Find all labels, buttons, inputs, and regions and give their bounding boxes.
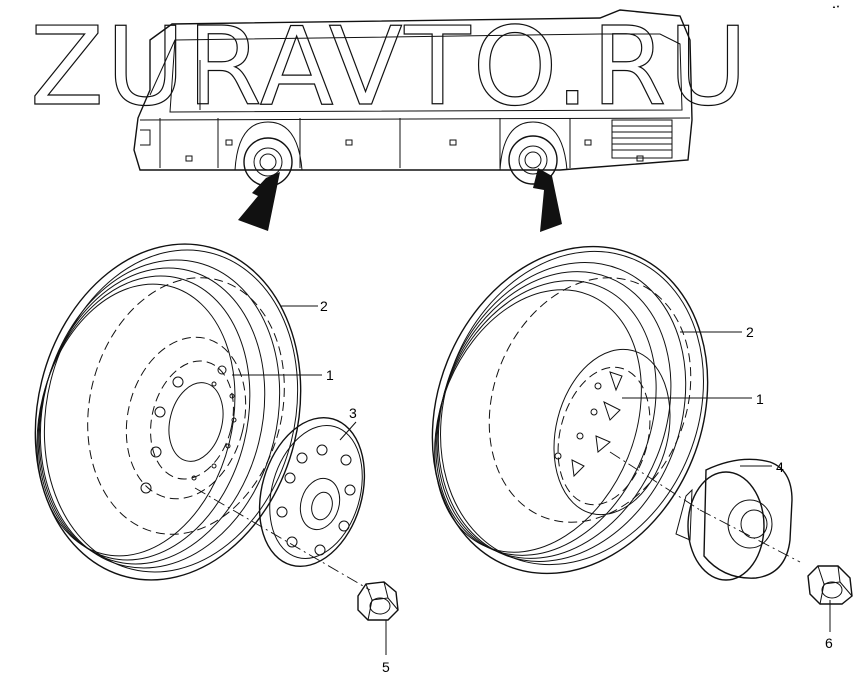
arrow-left-wheel bbox=[238, 172, 280, 231]
callout-left-nut: 5 bbox=[382, 659, 390, 675]
left-wheel-assembly bbox=[34, 243, 399, 621]
arrow-right-wheel bbox=[533, 168, 562, 232]
left-wheel-rim bbox=[125, 336, 247, 500]
callout-right-nut: 6 bbox=[825, 635, 833, 651]
callout-right-tire: 2 bbox=[746, 324, 754, 340]
callout-right-hub-cap: 4 bbox=[776, 459, 784, 475]
left-wheel-nut bbox=[357, 581, 399, 621]
callouts: 2 1 3 5 2 1 4 6 bbox=[232, 298, 833, 675]
bus-side-view bbox=[133, 9, 693, 187]
right-wheel-rim bbox=[553, 348, 671, 516]
callout-left-tire: 2 bbox=[320, 298, 328, 314]
corner-mark: ▲▼ bbox=[832, 4, 840, 9]
left-wheel-cover bbox=[258, 416, 366, 568]
right-hub-cap bbox=[675, 458, 801, 581]
left-tire bbox=[34, 243, 302, 581]
right-wheel-nut bbox=[807, 565, 853, 605]
callout-left-cover: 3 bbox=[349, 405, 357, 421]
right-wheel-assembly bbox=[431, 245, 853, 605]
callout-left-wheel: 1 bbox=[326, 367, 334, 383]
watermark-text: ZURAVTO.RU bbox=[30, 5, 750, 130]
callout-right-wheel: 1 bbox=[756, 391, 764, 407]
right-tire bbox=[431, 245, 709, 575]
